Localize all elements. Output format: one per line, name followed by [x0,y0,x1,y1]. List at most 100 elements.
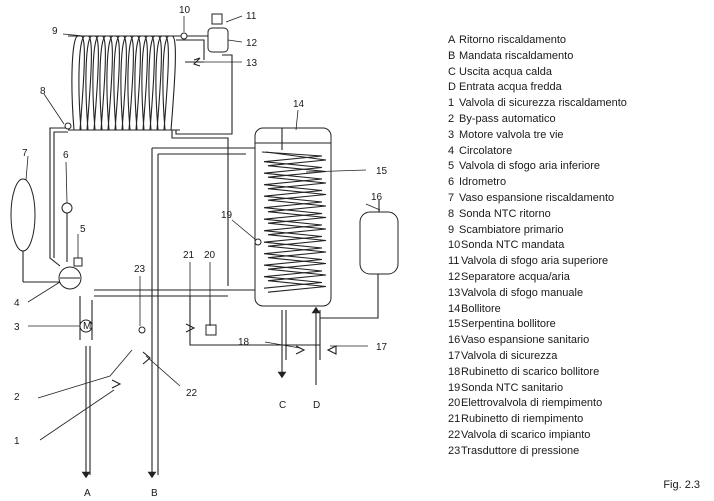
legend-key: 18 [448,365,461,378]
leader-lines [25,15,381,441]
legend-key: 9 [448,223,455,236]
pressure-transducer [138,326,146,334]
legend-text: Mandata riscaldamento [459,49,574,62]
legend-item: 8 Sonda NTC ritorno [448,207,627,223]
label-1: 1 [14,436,20,447]
lower-air-vent [73,257,83,267]
label-13: 13 [246,58,258,69]
water-air-separator [207,27,229,53]
legend-key: 2 [448,112,455,125]
label-3: 3 [14,322,20,333]
legend-key: 10 [448,239,461,252]
label-7: 7 [22,148,28,159]
label-10: 10 [179,5,191,16]
legend-key: 16 [448,334,461,347]
return-ntc-probe [64,122,72,130]
legend-text: Valvola di sfogo manuale [461,286,584,299]
hydraulic-diagram: M [10,5,399,499]
legend-text: Valvola di sfogo aria inferiore [459,160,601,173]
coil-loop [162,35,176,131]
legend-text: Valvola di sfogo aria superiore [461,255,609,268]
legend-text: Sonda NTC sanitario [461,381,564,394]
legend-text: Motore valvola tre vie [459,128,564,141]
legend-key: 1 [448,97,455,110]
legend-key: 19 [448,381,461,394]
legend-text: Circolatore [459,144,513,157]
legend-text: Sonda NTC ritorno [459,207,551,220]
svg-text:M: M [83,321,91,332]
label-21: 21 [183,250,195,261]
legend-text: Ritorno riscaldamento [459,34,566,46]
legend-key: 14 [448,302,461,315]
legend-text: Elettrovalvola di riempimento [461,397,603,410]
legend-key: 22 [448,428,461,441]
label-C: C [279,400,286,411]
legend-key: 5 [448,160,455,173]
legend-text: By-pass automatico [459,112,556,125]
label-18: 18 [238,337,250,348]
label-6: 6 [63,150,69,161]
boiler-coil [261,151,327,293]
legend-text: Valvola di scarico impianto [461,428,591,441]
legend-item: 2 By-pass automatico [448,112,627,128]
legend-key: 23 [448,444,461,457]
legend-text: Valvola di sicurezza [461,349,558,362]
label-16: 16 [371,192,383,203]
flow-ntc-probe [180,32,188,40]
diagram-labels: 9 10 11 12 13 8 14 7 6 15 16 19 5 21 20 … [14,5,388,499]
legend-text: Idrometro [459,176,507,189]
legend-text: Scambiatore primario [459,223,564,236]
legend-key: A [448,34,456,46]
label-8: 8 [40,86,46,97]
legend-text: Rubinetto di scarico bollitore [461,365,600,378]
legend-key: 8 [448,207,455,220]
legend-key: 20 [448,397,461,410]
legend-key: B [448,49,456,62]
label-14: 14 [293,99,305,110]
legend-text: Trasduttore di pressione [461,444,580,457]
filling-solenoid-valve [205,324,217,336]
legend-key: 12 [448,270,461,283]
label-20: 20 [204,250,216,261]
legend-text: Serpentina bollitore [461,318,556,331]
serpentine-path [265,151,327,293]
label-22: 22 [186,388,198,399]
label-15: 15 [376,166,388,177]
legend-key: 21 [448,413,461,426]
legend-text: Rubinetto di riempimento [461,413,584,426]
legend-key: D [448,81,456,94]
legend-text: Valvola di sicurezza riscaldamento [459,97,627,110]
legend-item: 1 Valvola di sicurezza riscaldamento [448,96,627,112]
upper-air-vent [211,13,223,25]
legend-text: Sonda NTC mandata [461,239,565,252]
label-12: 12 [246,38,258,49]
heating-expansion-vessel [10,178,36,252]
legend-item: 9 Scambiatore primario [448,223,627,239]
label-4: 4 [14,298,20,309]
figure-label: Fig. 2.3 [663,479,700,491]
legend-key: 17 [448,349,461,362]
legend-key: C [448,65,456,78]
legend-text: Vaso espansione riscaldamento [459,191,615,204]
coil-loop [71,35,85,131]
